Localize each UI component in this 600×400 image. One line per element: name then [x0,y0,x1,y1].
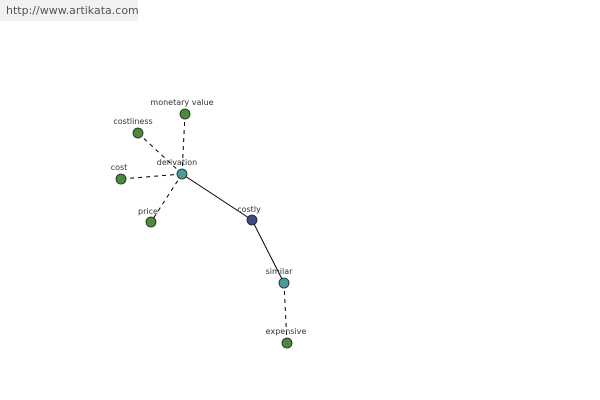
edge-derivation-to-price [150,173,183,223]
node-derivation[interactable] [176,168,188,180]
node-label-derivation[interactable]: derivation [157,158,197,167]
site-url-link[interactable]: http://www.artikata.com [0,0,139,21]
node-label-similar[interactable]: similar [266,267,294,276]
edge-similar-to-expensive [283,282,288,344]
edge-derivation-to-costly [181,173,253,221]
node-cost[interactable] [115,173,127,185]
edges-layer [120,113,288,344]
edge-derivation-to-cost [120,173,183,180]
node-label-monetary-value[interactable]: monetary value [150,98,213,107]
node-label-expensive[interactable]: expensive [266,327,307,336]
nodes-layer [115,108,293,349]
node-expensive[interactable] [281,337,293,349]
edge-derivation-to-costliness [137,132,183,175]
node-label-price[interactable]: price [138,207,158,216]
edge-costly-to-similar [251,219,285,284]
node-costliness[interactable] [132,127,144,139]
node-label-cost[interactable]: cost [111,163,128,172]
node-label-costly[interactable]: costly [237,205,261,214]
node-monetary-value[interactable] [179,108,191,120]
node-costly[interactable] [246,214,258,226]
labels-layer: monetary value costliness cost derivation pr… [111,98,307,336]
node-label-costliness[interactable]: costliness [113,117,152,126]
node-price[interactable] [145,216,157,228]
node-similar[interactable] [278,277,290,289]
edge-derivation-to-monetary-value [181,113,186,175]
